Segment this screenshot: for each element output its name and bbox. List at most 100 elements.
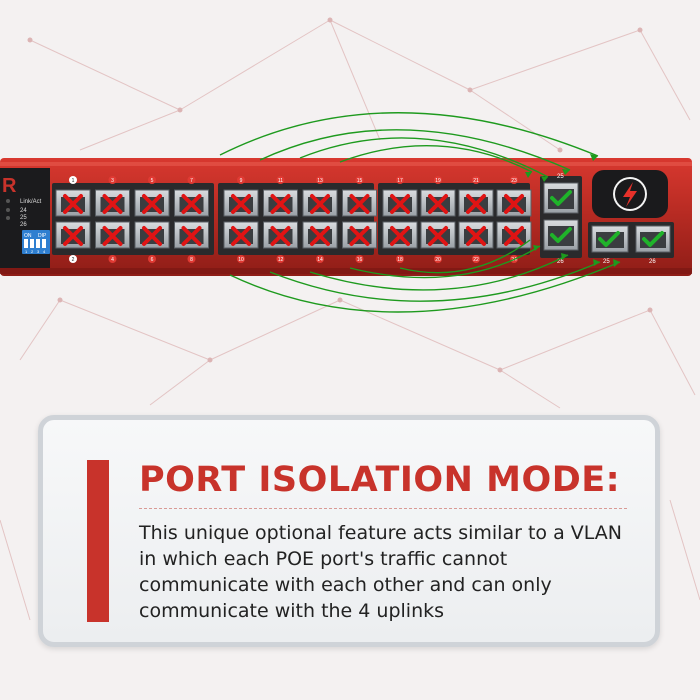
uplink-port-26-rj45: [543, 219, 579, 251]
blocked-x-icon: [270, 226, 291, 246]
blocked-x-icon: [231, 226, 251, 246]
blocked-x-icon: [466, 226, 486, 246]
svg-text:23: 23: [511, 178, 517, 184]
check-icon: [642, 231, 664, 247]
poe-port-13: [302, 189, 338, 217]
port-number-bottom: 6: [148, 255, 156, 263]
card-description: This unique optional feature acts simila…: [139, 522, 622, 622]
port-number-top: 19: [434, 176, 442, 184]
blocked-x-icon: [181, 194, 202, 214]
blocked-x-icon: [390, 226, 410, 246]
blocked-x-icon: [63, 226, 83, 246]
svg-text:8: 8: [190, 257, 193, 263]
uplink-label-26-sfp: 26: [649, 259, 656, 265]
blocked-x-icon: [504, 194, 524, 214]
svg-text:5: 5: [151, 178, 154, 184]
svg-text:9: 9: [240, 178, 243, 184]
poe-port-19: [420, 189, 456, 217]
check-icon: [598, 231, 620, 247]
port-number-bottom: 18: [396, 255, 404, 263]
poe-port-17: [382, 189, 418, 217]
blocked-x-icon: [142, 194, 162, 214]
info-card: PORT ISOLATION MODE: This unique optiona…: [38, 415, 660, 647]
svg-text:12: 12: [278, 257, 284, 263]
svg-text:10: 10: [238, 257, 244, 263]
svg-text:DIP: DIP: [38, 233, 47, 239]
poe-port-3: [95, 189, 130, 217]
svg-text:16: 16: [357, 257, 363, 263]
svg-text:11: 11: [278, 178, 283, 184]
svg-text:7: 7: [190, 178, 193, 184]
poe-port-5: [134, 189, 170, 217]
svg-text:17: 17: [397, 178, 403, 184]
blocked-x-icon: [349, 194, 370, 214]
port-number-bottom: 2: [69, 255, 77, 263]
poe-port-8: [174, 221, 209, 249]
uplink-port-25-rj45: [543, 182, 579, 214]
port-number-top: 1: [69, 176, 77, 184]
poe-port-1: [55, 189, 91, 217]
title-divider: [139, 508, 627, 509]
poe-port-4: [95, 221, 130, 249]
uplink-port-25-sfp: [591, 225, 629, 253]
led-number-26: 26: [20, 222, 27, 228]
port-number-top: 21: [472, 176, 480, 184]
accent-bar: [87, 460, 109, 622]
svg-text:1: 1: [72, 178, 75, 184]
port-number-top: 17: [396, 176, 404, 184]
poe-port-15: [342, 189, 377, 217]
arrow-heads: [525, 154, 620, 267]
blocked-x-icon: [102, 226, 123, 246]
port-number-bottom: 12: [276, 255, 285, 263]
blocked-x-icon: [428, 194, 448, 214]
port-number-bottom: 20: [434, 255, 442, 263]
blocked-x-icon: [390, 194, 410, 214]
svg-text:3: 3: [37, 249, 40, 254]
network-switch: R Link/Act 24 25 26 ON DIP 1 2 3 4 12345…: [0, 112, 692, 313]
port-number-bottom: 22: [472, 255, 480, 263]
uplink-ports: [543, 182, 671, 253]
blocked-x-icon: [504, 226, 524, 246]
card-title: PORT ISOLATION MODE:: [139, 460, 621, 500]
svg-text:1: 1: [25, 249, 28, 254]
uplink-label-26-rj45: 26: [557, 259, 564, 265]
uplink-label-25-rj45: 25: [557, 174, 564, 180]
svg-text:14: 14: [317, 257, 323, 263]
port-number-top: 5: [148, 176, 156, 184]
poe-port-2: [55, 221, 91, 249]
status-leds: [6, 199, 10, 220]
poe-port-7: [174, 189, 209, 217]
poe-port-12: [263, 221, 298, 249]
poe-port-24: [496, 221, 532, 249]
led-label: Link/Act: [20, 199, 42, 205]
svg-text:19: 19: [435, 178, 441, 184]
uplink-arrows: [219, 112, 621, 313]
svg-text:2: 2: [72, 257, 75, 263]
uplink-port-26-sfp: [635, 225, 671, 253]
check-icon: [550, 227, 572, 243]
blocked-x-icon: [102, 194, 123, 214]
led-number-25: 25: [20, 215, 27, 221]
port-number-bottom: 14: [316, 255, 324, 263]
poe-port-10: [223, 221, 259, 249]
svg-text:3: 3: [111, 178, 114, 184]
svg-text:15: 15: [357, 178, 363, 184]
port-number-bottom: 8: [187, 255, 196, 263]
dip-switch[interactable]: ON DIP 1 2 3 4: [22, 230, 50, 254]
blocked-x-icon: [466, 194, 486, 214]
svg-text:21: 21: [473, 178, 479, 184]
blocked-x-icon: [63, 194, 83, 214]
poe-port-20: [420, 221, 456, 249]
port-number-top: 13: [316, 176, 324, 184]
port-number-bottom: 16: [355, 255, 364, 263]
poe-port-11: [263, 189, 298, 217]
port-number-top: 7: [187, 176, 196, 184]
blocked-x-icon: [270, 194, 291, 214]
port-number-bottom: 4: [108, 255, 117, 263]
blocked-x-icon: [181, 226, 202, 246]
port-number-top: 9: [237, 176, 245, 184]
svg-text:2: 2: [31, 249, 34, 254]
svg-text:22: 22: [473, 257, 479, 263]
poe-port-6: [134, 221, 170, 249]
svg-text:6: 6: [151, 257, 154, 263]
